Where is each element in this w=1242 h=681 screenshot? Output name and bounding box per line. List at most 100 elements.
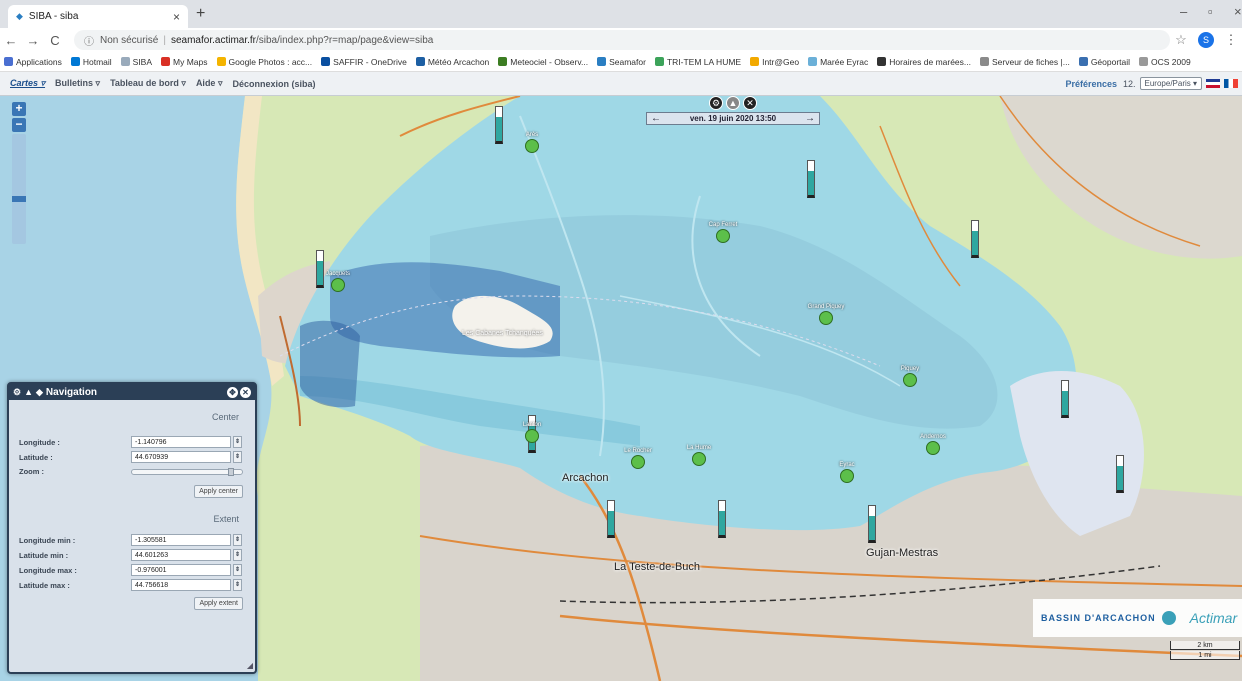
zoom-out-button[interactable]: −	[12, 118, 26, 132]
menu-deconnexion[interactable]: Déconnexion (siba)	[232, 78, 316, 89]
zoom-in-button[interactable]: +	[12, 102, 26, 116]
menu-tableau-de-bord[interactable]: Tableau de bord ▿	[110, 78, 186, 88]
reload-icon[interactable]: C	[50, 32, 60, 48]
close-tab-icon[interactable]: ×	[172, 9, 180, 24]
settings-icon[interactable]: ⚙	[13, 386, 22, 397]
station-marker[interactable]	[525, 139, 539, 153]
uk-flag-icon[interactable]	[1206, 79, 1220, 88]
station-marker[interactable]	[692, 452, 706, 466]
menu-bulletins[interactable]: Bulletins ▿	[55, 78, 101, 88]
tide-gauge-icon[interactable]	[607, 500, 615, 538]
longitude-spinner[interactable]: ⇕	[233, 436, 242, 448]
maximize-icon[interactable]: ▫	[1208, 4, 1213, 19]
settings-icon[interactable]: ⚙	[709, 96, 723, 110]
bookmark-favicon-icon	[70, 57, 80, 66]
station-marker[interactable]	[840, 469, 854, 483]
url-field[interactable]: ⓘ Non sécurisé | seamafor.actimar.fr/sib…	[74, 30, 1170, 50]
forward-icon[interactable]: →	[26, 32, 40, 48]
bookmark-item[interactable]: Google Photos : acc...	[216, 57, 312, 67]
station-label: Eyrac	[839, 462, 855, 468]
zoom-slider-knob[interactable]	[12, 196, 26, 202]
tide-gauge-icon[interactable]	[807, 160, 815, 198]
bookmark-item[interactable]: Hotmail	[70, 57, 112, 67]
lon-max-input[interactable]: -0.976001	[131, 564, 231, 576]
bookmark-item[interactable]: My Maps	[161, 57, 208, 67]
timezone-select[interactable]: Europe/Paris ▾	[1139, 77, 1202, 90]
station-marker[interactable]	[331, 278, 345, 292]
new-tab-icon[interactable]: +	[196, 5, 206, 22]
zoom-control: + −	[12, 102, 26, 244]
station-marker[interactable]	[525, 429, 539, 443]
bookmark-label: Horaires de marées...	[889, 56, 971, 67]
lon-min-spinner[interactable]: ⇕	[233, 534, 242, 546]
browser-tab[interactable]: ◆ SIBA - siba ×	[8, 5, 188, 28]
station-marker[interactable]	[716, 229, 730, 243]
longitude-input[interactable]: -1.140796	[131, 436, 231, 448]
tide-gauge-icon[interactable]	[718, 500, 726, 538]
lat-min-input[interactable]: 44.601263	[131, 549, 231, 561]
info-icon[interactable]: ⓘ	[84, 36, 94, 48]
bookmark-star-icon[interactable]: ☆	[1175, 32, 1187, 47]
station-marker[interactable]	[903, 373, 917, 387]
bookmark-item[interactable]: Horaires de marées...	[877, 57, 971, 67]
latitude-input[interactable]: 44.670939	[131, 451, 231, 463]
zoom-slider-handle[interactable]	[228, 467, 234, 476]
close-icon[interactable]: ✕	[743, 96, 757, 110]
tide-gauge-icon[interactable]	[316, 250, 324, 288]
close-icon[interactable]: ✕	[240, 386, 251, 398]
station-marker[interactable]	[631, 455, 645, 469]
back-icon[interactable]: ←	[4, 32, 18, 48]
bookmark-item[interactable]: Applications	[4, 57, 62, 67]
fr-flag-icon[interactable]	[1224, 79, 1238, 88]
lon-max-row: Longitude max : -0.976001 ⇕	[19, 564, 249, 576]
layers-icon[interactable]: ▲	[726, 96, 740, 110]
bookmark-item[interactable]: Météo Arcachon	[415, 57, 489, 67]
lat-max-input[interactable]: 44.756618	[131, 579, 231, 591]
lat-min-spinner[interactable]: ⇕	[233, 549, 242, 561]
previous-time-icon[interactable]: ←	[651, 113, 661, 124]
bookmark-item[interactable]: Meteociel - Observ...	[498, 57, 588, 67]
tide-gauge-icon[interactable]	[971, 220, 979, 258]
zoom-row: Zoom :	[19, 467, 249, 476]
station-marker[interactable]	[819, 311, 833, 325]
minimize-icon[interactable]: –	[1180, 4, 1188, 19]
bookmark-item[interactable]: Seamafor	[597, 57, 646, 67]
tide-gauge-icon[interactable]	[495, 106, 503, 144]
latitude-spinner[interactable]: ⇕	[233, 451, 242, 463]
apply-extent-button[interactable]: Apply extent	[194, 597, 243, 610]
station-label: La Hume	[686, 445, 712, 451]
resize-handle-icon[interactable]: ◢	[246, 661, 253, 670]
tide-gauge-icon[interactable]	[1061, 380, 1069, 418]
bookmark-item[interactable]: SIBA	[120, 57, 152, 67]
next-time-icon[interactable]: →	[805, 113, 815, 124]
scale-km: 2 km	[1170, 641, 1240, 650]
bookmark-item[interactable]: Géoportail	[1078, 57, 1130, 67]
map-canvas[interactable]: + − ⚙ ▲ ✕ ← ven. 19 juin 2020 13:50 → Ar…	[0, 96, 1242, 681]
move-icon[interactable]: ✥	[227, 386, 238, 398]
station-label: Andernos	[920, 434, 946, 440]
layers-icon[interactable]: ▲	[24, 387, 33, 397]
bookmark-item[interactable]: TRI-TEM LA HUME	[654, 57, 741, 67]
menu-aide[interactable]: Aide ▿	[195, 78, 223, 88]
profile-avatar[interactable]: S	[1198, 32, 1214, 48]
bookmark-item[interactable]: Serveur de fiches |...	[980, 57, 1070, 67]
lon-min-input[interactable]: -1.305581	[131, 534, 231, 546]
lat-max-spinner[interactable]: ⇕	[233, 579, 242, 591]
apply-center-button[interactable]: Apply center	[194, 485, 243, 498]
logo-text: BASSIN D'ARCACHON	[1041, 613, 1156, 623]
zoom-slider[interactable]	[12, 134, 26, 244]
tide-gauge-icon[interactable]	[1116, 455, 1124, 493]
navigation-header[interactable]: ⚙ ▲ ◆ Navigation ✥ ✕	[9, 384, 255, 400]
zoom-slider-input[interactable]	[131, 467, 243, 476]
bookmark-item[interactable]: OCS 2009	[1139, 57, 1191, 67]
bookmark-item[interactable]: Marée Eyrac	[808, 57, 868, 67]
bookmark-item[interactable]: SAFFIR - OneDrive	[321, 57, 407, 67]
close-window-icon[interactable]: ×	[1234, 4, 1242, 19]
menu-cartes[interactable]: Cartes ▿	[10, 78, 46, 88]
lon-max-spinner[interactable]: ⇕	[233, 564, 242, 576]
preferences-link[interactable]: Préférences	[1065, 78, 1117, 89]
browser-menu-icon[interactable]: ⋮	[1224, 32, 1238, 47]
bookmark-item[interactable]: Intr@Geo	[750, 57, 799, 67]
tide-gauge-icon[interactable]	[868, 505, 876, 543]
station-marker[interactable]	[926, 441, 940, 455]
